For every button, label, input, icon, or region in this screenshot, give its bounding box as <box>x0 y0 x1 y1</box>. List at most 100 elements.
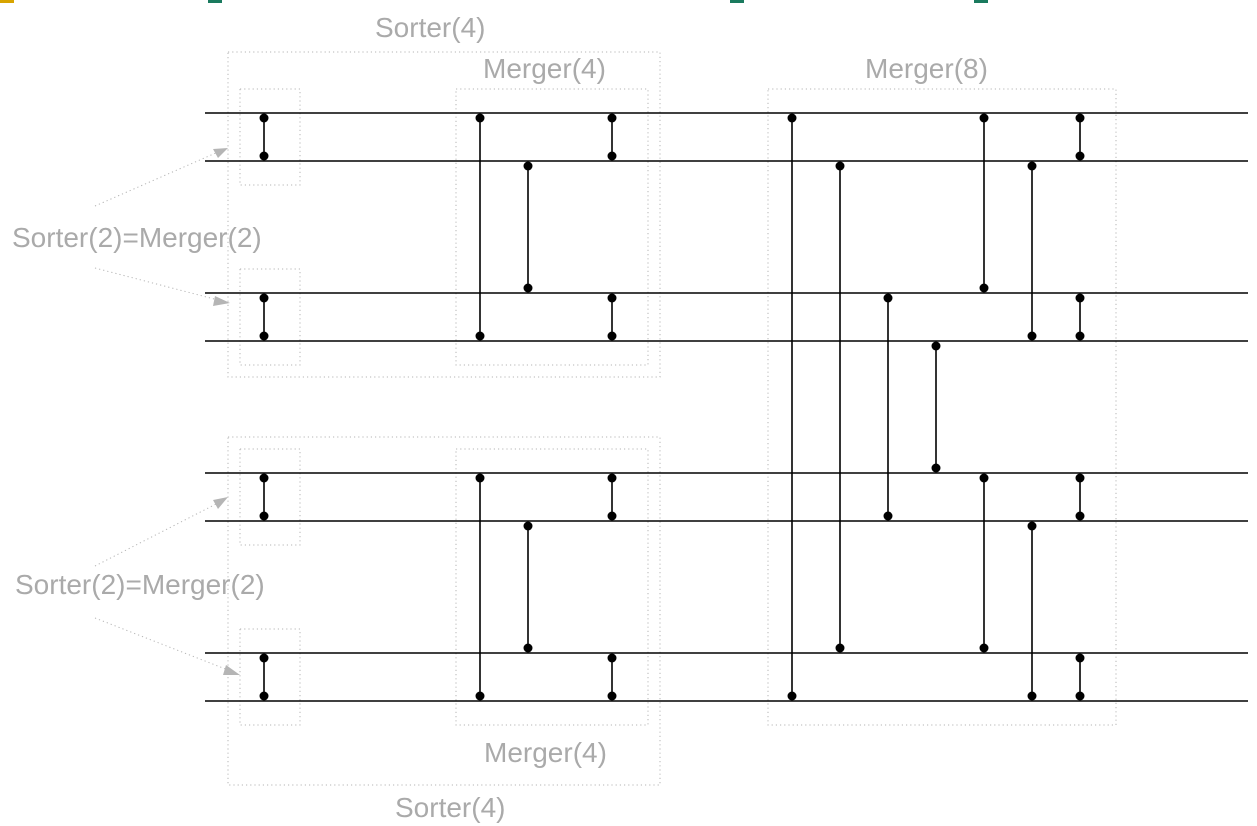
comparator-dot <box>1075 293 1085 303</box>
comparator-dot <box>979 473 989 483</box>
callout-arrow-line <box>94 151 219 207</box>
comparator-dot <box>259 511 269 521</box>
comparator-3 <box>259 473 269 521</box>
comparator-dot <box>979 283 989 293</box>
comparator-dot <box>1075 691 1085 701</box>
comparator-dot <box>1027 691 1037 701</box>
callout-arrow-line <box>94 267 219 301</box>
comparator-18 <box>1027 161 1037 341</box>
comparator-dot <box>1075 331 1085 341</box>
comparator-10 <box>523 521 533 653</box>
merger8-label: Merger(8) <box>865 53 988 84</box>
arrowhead-icon <box>213 296 230 306</box>
sorter2-top-label: Sorter(2)=Merger(2) <box>12 222 262 253</box>
grouping-boxes <box>227 51 1117 786</box>
comparator-dot <box>979 643 989 653</box>
comparator-dot <box>475 331 485 341</box>
comparator-1 <box>259 113 269 161</box>
comparator-dot <box>607 473 617 483</box>
merger4-top-box <box>455 88 649 366</box>
top-edge-fragment <box>974 0 988 3</box>
comparator-22 <box>1075 293 1085 341</box>
comparator-23 <box>1075 473 1085 521</box>
comparator-dot <box>259 473 269 483</box>
comparator-21 <box>1075 113 1085 161</box>
comparator-dot <box>607 331 617 341</box>
comparator-dot <box>607 691 617 701</box>
comparator-9 <box>475 473 485 701</box>
comparator-12 <box>607 653 617 701</box>
top-edge-fragment <box>730 0 744 3</box>
comparator-11 <box>607 473 617 521</box>
comparator-8 <box>607 293 617 341</box>
comparator-dot <box>1075 151 1085 161</box>
callout-arrow-line <box>94 617 229 671</box>
sorter2-box-1 <box>239 88 301 186</box>
comparator-dot <box>259 151 269 161</box>
comparator-dot <box>787 113 797 123</box>
comparator-dot <box>607 293 617 303</box>
comparator-5 <box>475 113 485 341</box>
sorter4-top-label: Sorter(4) <box>375 12 485 43</box>
comparator-24 <box>1075 653 1085 701</box>
arrowhead-icon <box>223 665 240 675</box>
comparator-dot <box>1027 161 1037 171</box>
arrowhead-icon <box>213 497 228 509</box>
comparator-dot <box>259 293 269 303</box>
comparator-2 <box>259 293 269 341</box>
comparator-dot <box>1075 113 1085 123</box>
comparator-17 <box>979 113 989 293</box>
comparator-4 <box>259 653 269 701</box>
sorter4-bottom-label: Sorter(4) <box>395 792 505 823</box>
top-edge-fragment <box>0 0 14 3</box>
comparator-dot <box>475 473 485 483</box>
comparator-dot <box>1027 521 1037 531</box>
callout-arrow-line <box>94 502 219 567</box>
merger4-top-label: Merger(4) <box>483 53 606 84</box>
comparator-dot <box>475 691 485 701</box>
comparator-dot <box>979 113 989 123</box>
comparator-dot <box>835 643 845 653</box>
comparator-6 <box>523 161 533 293</box>
comparator-dot <box>523 283 533 293</box>
comparator-15 <box>883 293 893 521</box>
comparator-dot <box>931 341 941 351</box>
wires <box>205 112 1248 702</box>
comparator-dot <box>1027 331 1037 341</box>
comparator-14 <box>835 161 845 653</box>
sorter2-bottom-label: Sorter(2)=Merger(2) <box>15 569 265 600</box>
top-edge-fragment <box>208 0 222 3</box>
comparator-dot <box>523 643 533 653</box>
comparators <box>259 113 1085 701</box>
sorter2-box-4 <box>239 628 301 726</box>
comparator-dot <box>607 113 617 123</box>
sorter2-box-3 <box>239 448 301 546</box>
merger4-bottom-box <box>455 448 649 726</box>
comparator-dot <box>931 463 941 473</box>
comparator-dot <box>523 161 533 171</box>
comparator-dot <box>787 691 797 701</box>
comparator-dot <box>1075 473 1085 483</box>
comparator-dot <box>259 331 269 341</box>
comparator-7 <box>607 113 617 161</box>
sorter4-bottom-box <box>227 436 661 786</box>
comparator-16 <box>931 341 941 473</box>
callout-arrows <box>94 148 240 675</box>
comparator-dot <box>259 691 269 701</box>
sorter2-box-2 <box>239 268 301 366</box>
comparator-dot <box>607 511 617 521</box>
comparator-dot <box>1075 653 1085 663</box>
comparator-20 <box>1027 521 1037 701</box>
comparator-dot <box>475 113 485 123</box>
comparator-dot <box>835 161 845 171</box>
comparator-dot <box>607 151 617 161</box>
comparator-dot <box>607 653 617 663</box>
merger8-box <box>767 88 1117 726</box>
labels: Sorter(4) Merger(4) Merger(8) Sorter(2)=… <box>12 12 988 823</box>
comparator-dot <box>1075 511 1085 521</box>
comparator-dot <box>259 653 269 663</box>
comparator-dot <box>523 521 533 531</box>
sorter4-top-box <box>227 51 661 378</box>
comparator-dot <box>883 293 893 303</box>
